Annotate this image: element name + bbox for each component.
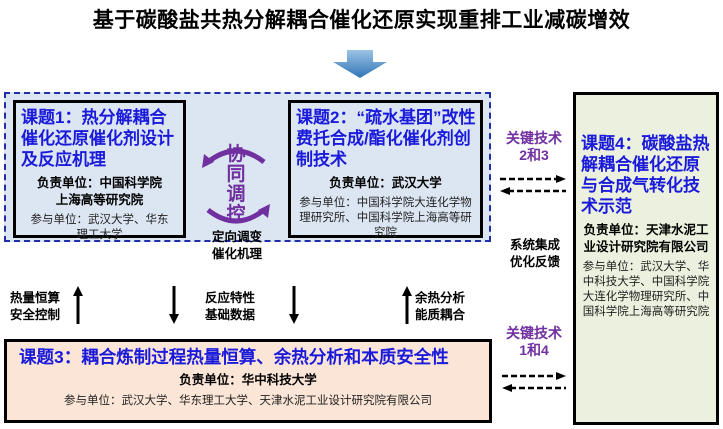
topic-4-participants: 参与单位：武汉大学、华中科技大学、中国科学院大连化学物理研究所、中国科学院上海高…	[582, 261, 710, 318]
topic-4-box: 课题4：碳酸盐热解耦合催化还原与合成气转化技术示范 负责单位：天津水泥工业设计研…	[573, 92, 719, 425]
topic-1-title: 课题1：热分解耦合催化还原催化剂设计及反应机理	[21, 108, 174, 169]
down-arrow-icon	[169, 286, 179, 324]
topic-3-lead: 负责单位：华中科技大学	[179, 373, 317, 387]
topic-2-participants: 参与单位：中国科学院大连化学物理研究所、中国科学院上海高等研究院	[299, 197, 472, 239]
topic-4-lead: 负责单位：天津水泥工业设计研究院有限公司	[583, 223, 709, 254]
synergy-label: 协同调控	[226, 144, 246, 225]
topic-3-participants: 参与单位：武汉大学、华东理工大学、天津水泥工业设计研究院有限公司	[64, 395, 432, 407]
topic-2-box: 课题2：“疏水基团”改性费托合成/酯化催化剂创制技术 负责单位：武汉大学 参与单…	[288, 100, 483, 239]
topic-3-title: 课题3：耦合炼制过程热量恒算、余热分析和本质安全性	[19, 347, 449, 367]
topic-1-participants: 参与单位：武汉大学、华东理工大学	[30, 214, 169, 241]
bidirectional-arrow-icon	[500, 175, 566, 195]
topic-1-lead: 负责单位：中国科学院上海高等研究院	[36, 176, 162, 207]
mechanism-label: 定向调变催化机理	[211, 230, 262, 261]
topic-2-title: 课题2：“疏水基团”改性费托合成/酯化催化剂创制技术	[296, 108, 476, 169]
feedback-label: 系统集成优化反馈	[509, 238, 560, 269]
up-arrow-icon	[73, 286, 83, 324]
topic-2-lead: 负责单位：武汉大学	[329, 176, 442, 190]
heat-balance-label: 热量恒算安全控制	[10, 291, 61, 322]
topic-4-title: 课题4：碳酸盐热解耦合催化还原与合成气转化技术示范	[581, 134, 710, 216]
down-arrow-icon	[333, 50, 387, 78]
topic-1-box: 课题1：热分解耦合催化还原催化剂设计及反应机理 负责单位：中国科学院上海高等研究…	[13, 100, 186, 241]
topic-3-box: 课题3：耦合炼制过程热量恒算、余热分析和本质安全性 负责单位：华中科技大学 参与…	[4, 339, 492, 423]
page-title: 基于碳酸盐共热分解耦合催化还原实现重排工业减碳增效	[92, 9, 631, 32]
bidirectional-arrow-icon	[502, 372, 566, 392]
up-arrow-icon	[402, 286, 412, 324]
down-arrow-icon	[289, 286, 299, 324]
waste-heat-label: 余热分析能质耦合	[415, 291, 466, 322]
cycle-arrows-icon	[202, 148, 270, 224]
reaction-data-label: 反应特性基础数据	[205, 291, 256, 322]
